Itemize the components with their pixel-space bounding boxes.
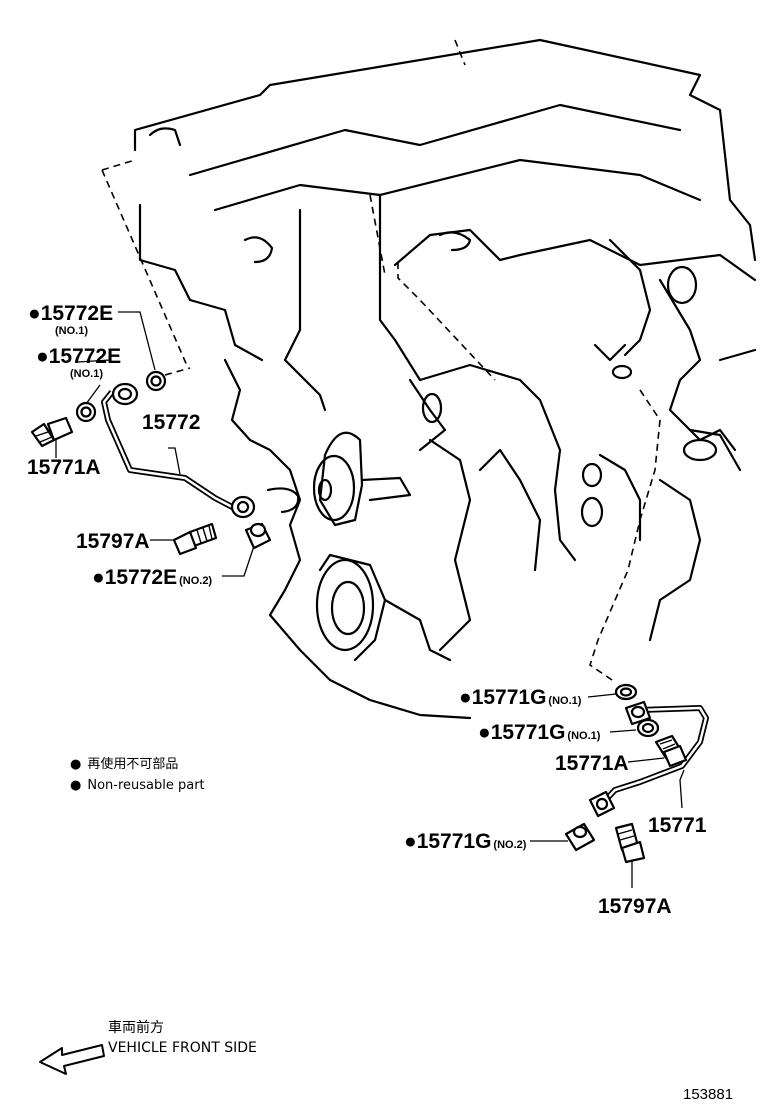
part-number: 15772E (49, 345, 121, 368)
part-number: 15771G (491, 721, 566, 744)
union-bolt-15797a-left (172, 522, 218, 556)
callout-15772e-top: ●15772E (NO.1) (28, 302, 113, 337)
legend-english: Non-reusable part (87, 778, 204, 793)
svg-text:●15772E: ●15772E (36, 345, 121, 368)
part-subtitle: (NO.1) (70, 368, 103, 380)
callout-15797a-right: 15797A (598, 895, 672, 918)
callout-15772e-no2: ●15772E(NO.2) (92, 566, 212, 589)
part-subtitle: (NO.2) (493, 839, 526, 851)
callout-15771: 15771 (648, 814, 707, 837)
part-number: 15772E (41, 302, 113, 325)
vehicle-front-indicator: 車両前方 VEHICLE FRONT SIDE (39, 1019, 257, 1075)
callout-15771a-left: 15771A (27, 456, 101, 479)
part-subtitle: (NO.1) (567, 730, 600, 742)
engine-block-outline (133, 38, 757, 720)
non-reusable-mark: ● (459, 686, 472, 709)
pipe-union-eye-lower-right (588, 790, 616, 818)
non-reusable-mark: ● (478, 721, 491, 744)
legend-japanese: 再使用不可部品 (87, 756, 178, 772)
pipe-union-eye-upper-right (624, 700, 652, 726)
oil-pipe-right-assembly (564, 683, 709, 864)
legend-mark: ● (70, 757, 81, 772)
non-reusable-mark: ● (28, 302, 41, 325)
callout-15771g-no2: ●15771G(NO.2) (404, 830, 527, 853)
part-subtitle: (NO.1) (55, 325, 88, 337)
svg-text:●15771G(NO.1): ●15771G(NO.1) (459, 686, 582, 709)
part-number: 15771G (417, 830, 492, 853)
part-number: 15772E (105, 566, 177, 589)
callout-15772: 15772 (142, 411, 200, 434)
non-reusable-mark: ● (404, 830, 417, 853)
oil-pipe-left-assembly (30, 370, 272, 556)
svg-text:●15771G(NO.2): ●15771G(NO.2) (404, 830, 527, 853)
illustration-number: 153881 (683, 1086, 733, 1103)
non-reusable-mark: ● (36, 345, 49, 368)
legend: ● 再使用不可部品 ● Non-reusable part (70, 756, 205, 793)
part-subtitle: (NO.2) (179, 575, 212, 587)
part-number: 15771G (472, 686, 547, 709)
gasket-15771g-no2 (564, 822, 596, 852)
non-reusable-mark: ● (92, 566, 105, 589)
svg-text:●15772E: ●15772E (28, 302, 113, 325)
svg-text:●Non-reusable part: ● Non-reusable part (70, 778, 205, 793)
callout-15771a-right: 15771A (555, 752, 629, 775)
callout-15771g-b: ●15771G(NO.1) (478, 721, 601, 744)
svg-text:●15772E(NO.2): ●15772E(NO.2) (92, 566, 212, 589)
legend-mark: ● (70, 778, 81, 793)
union-bolt-15797a-right (614, 822, 646, 864)
gasket-15772e-no2 (244, 522, 272, 550)
front-english: VEHICLE FRONT SIDE (108, 1040, 257, 1056)
union-bolt-15771a-right (654, 734, 688, 768)
leader-lines (55, 311, 685, 888)
oil-pipe-15772 (101, 390, 240, 513)
part-subtitle: (NO.1) (548, 695, 581, 707)
svg-text:●再使用不可部品: ● 再使用不可部品 (70, 756, 178, 772)
front-arrow-icon (39, 1044, 105, 1075)
svg-text:●15771G(NO.1): ●15771G(NO.1) (478, 721, 601, 744)
front-japanese: 車両前方 (108, 1019, 164, 1036)
callout-15771g-a: ●15771G(NO.1) (459, 686, 582, 709)
phantom-guide-lines (101, 39, 661, 681)
callout-15772e-mid: ●15772E (NO.1) (36, 345, 121, 380)
union-bolt-15771a-left (30, 416, 74, 448)
callout-15797a-left: 15797A (76, 530, 150, 553)
